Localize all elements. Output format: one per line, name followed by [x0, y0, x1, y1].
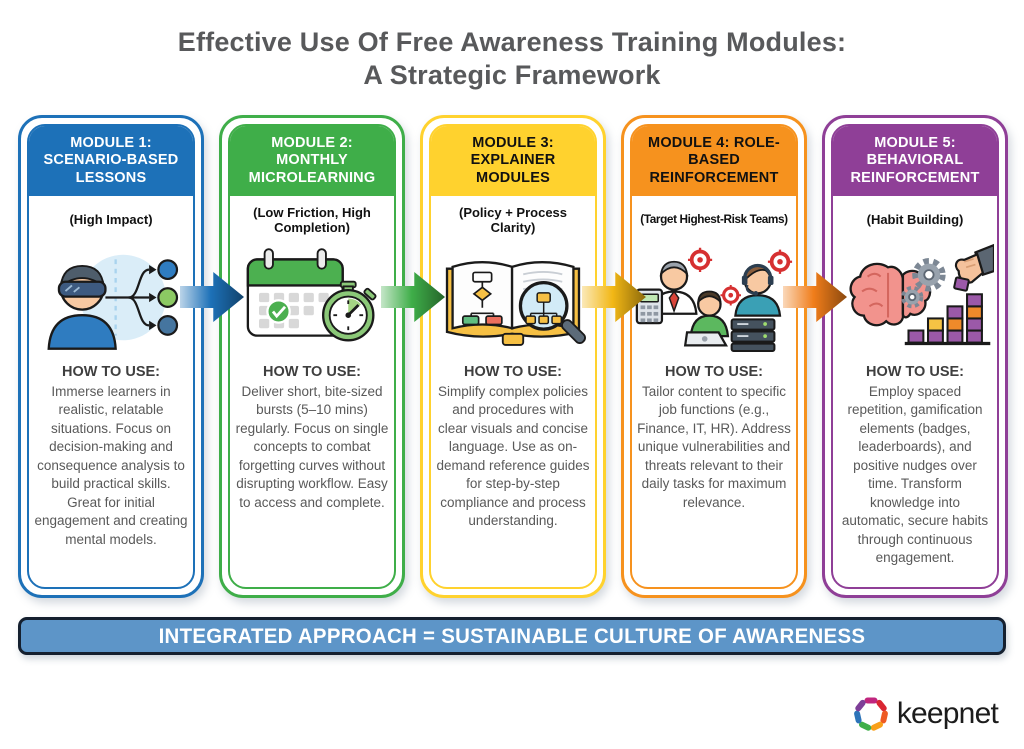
- module-4-subtitle: (Target Highest-Risk Teams): [640, 212, 788, 227]
- module-4-icon-box: [632, 238, 796, 354]
- calendar-stopwatch-icon: [246, 248, 377, 342]
- module-1-body: Immerse learners in realistic, relatable…: [34, 384, 188, 547]
- module-5-subtitle: (Habit Building): [866, 212, 964, 228]
- module-1-howto-label: HOW TO USE:: [61, 364, 160, 380]
- module-card-4: MODULE 4: ROLE-BASED REINFORCEMENT (Targ…: [621, 115, 807, 598]
- vr-learner-icon: [47, 254, 179, 350]
- module-card-2: MODULE 2: MONTHLY MICROLEARNING (Low Fri…: [219, 115, 405, 598]
- module-2-inner: MODULE 2: MONTHLY MICROLEARNING (Low Fri…: [228, 124, 396, 589]
- page-title-line2: A Strategic Framework: [363, 59, 661, 90]
- module-3-title: MODULE 3: EXPLAINER MODULES: [470, 135, 556, 186]
- module-3-howto-label: HOW TO USE:: [463, 364, 562, 380]
- module-1-header: MODULE 1: SCENARIO-BASED LESSONS: [29, 126, 193, 196]
- role-teams-icon: [635, 245, 793, 352]
- module-4-howto-label: HOW TO USE:: [664, 364, 763, 380]
- module-5-inner: MODULE 5: BEHAVIORAL REINFORCEMENT (Habi…: [831, 124, 999, 589]
- module-card-5: MODULE 5: BEHAVIORAL REINFORCEMENT (Habi…: [822, 115, 1008, 598]
- module-5-title: MODULE 5: BEHAVIORAL REINFORCEMENT: [850, 135, 980, 186]
- explainer-book-icon: [445, 261, 586, 346]
- module-2-header: MODULE 2: MONTHLY MICROLEARNING: [230, 126, 394, 196]
- brain-gamification-icon: [849, 243, 994, 346]
- keepnet-logo: keepnet: [851, 694, 999, 734]
- integration-banner: INTEGRATED APPROACH = SUSTAINABLE CULTUR…: [18, 617, 1006, 655]
- page-title: Effective Use Of Free Awareness Training…: [0, 26, 1024, 92]
- module-4-title: MODULE 4: ROLE-BASED REINFORCEMENT: [648, 135, 780, 186]
- module-3-header: MODULE 3: EXPLAINER MODULES: [431, 126, 595, 196]
- module-1-subtitle: (High Impact): [69, 212, 153, 228]
- keepnet-pinwheel-icon: [853, 697, 888, 731]
- module-card-3: MODULE 3: EXPLAINER MODULES (Policy + Pr…: [420, 115, 606, 598]
- module-2-icon-box: [230, 238, 394, 354]
- module-5-icon-box: [833, 238, 997, 354]
- module-5-howto-label: HOW TO USE:: [865, 364, 964, 380]
- keepnet-logo-text: keepnet: [896, 697, 999, 730]
- module-2-body: Deliver short, bite-sized bursts (5–10 m…: [235, 384, 389, 510]
- module-3-icon-box: [431, 238, 595, 354]
- module-3-body: Simplify complex policies and procedures…: [436, 384, 590, 529]
- module-2-title: MODULE 2: MONTHLY MICROLEARNING: [248, 135, 376, 186]
- module-2-howto-label: HOW TO USE:: [262, 364, 361, 380]
- module-2-subtitle: (Low Friction, High Completion): [253, 204, 371, 235]
- module-1-inner: MODULE 1: SCENARIO-BASED LESSONS (High I…: [27, 124, 195, 589]
- module-4-inner: MODULE 4: ROLE-BASED REINFORCEMENT (Targ…: [630, 124, 798, 589]
- module-3-inner: MODULE 3: EXPLAINER MODULES (Policy + Pr…: [429, 124, 597, 589]
- module-4-header: MODULE 4: ROLE-BASED REINFORCEMENT: [632, 126, 796, 196]
- module-1-title: MODULE 1: SCENARIO-BASED LESSONS: [43, 135, 179, 186]
- integration-banner-text: INTEGRATED APPROACH = SUSTAINABLE CULTUR…: [158, 623, 866, 648]
- module-card-1: MODULE 1: SCENARIO-BASED LESSONS (High I…: [18, 115, 204, 598]
- module-5-header: MODULE 5: BEHAVIORAL REINFORCEMENT: [833, 126, 997, 196]
- module-4-body: Tailor content to specific job functions…: [637, 384, 791, 510]
- page-title-line1: Effective Use Of Free Awareness Training…: [177, 27, 847, 57]
- module-1-icon-box: [29, 238, 193, 354]
- module-3-subtitle: (Policy + Process Clarity): [458, 204, 568, 235]
- module-5-body: Employ spaced repetition, gamification e…: [841, 384, 989, 566]
